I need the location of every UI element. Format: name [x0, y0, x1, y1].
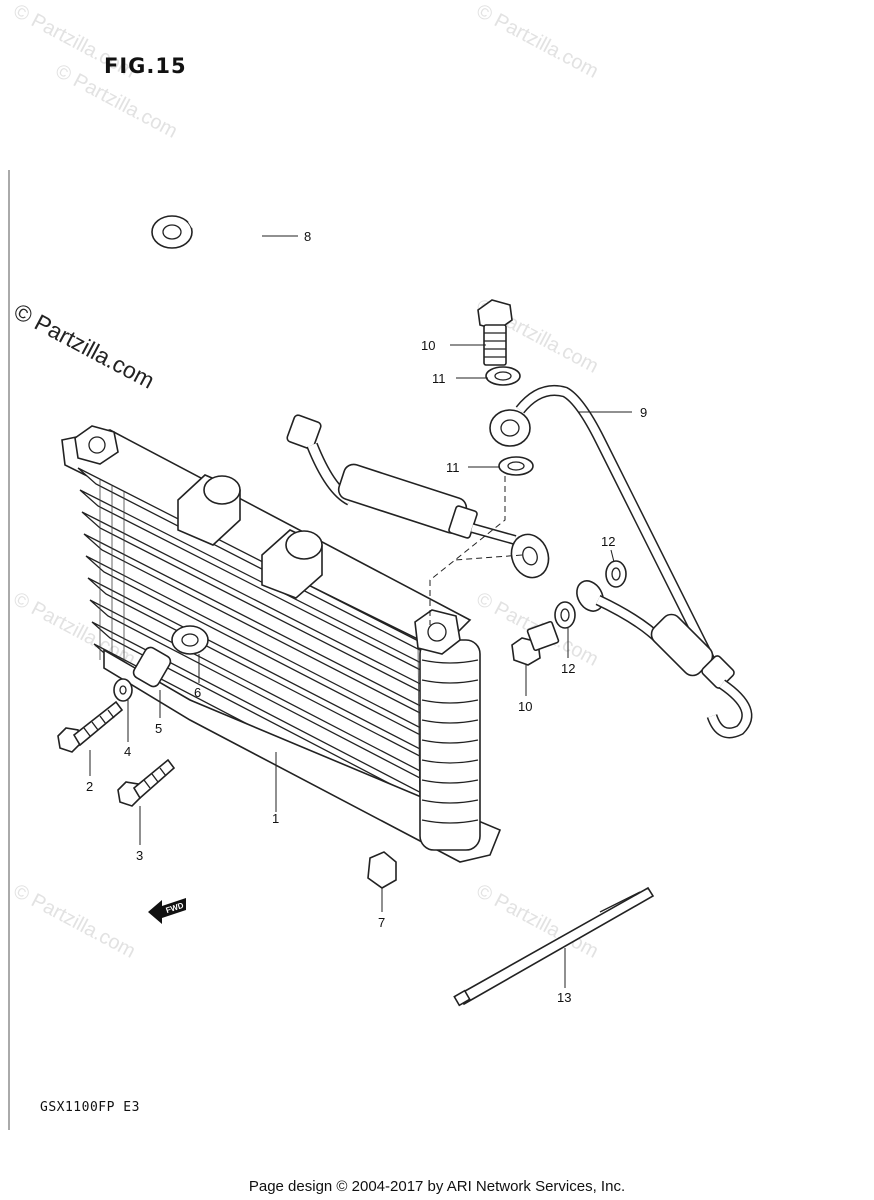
callout-10-upper[interactable]: 10 — [421, 338, 435, 353]
callout-11-upper[interactable]: 11 — [432, 371, 446, 386]
callout-5[interactable]: 5 — [155, 721, 162, 736]
callout-12-upper[interactable]: 12 — [601, 534, 615, 549]
callout-12-lower[interactable]: 12 — [561, 661, 575, 676]
figure-title: FIG.15 — [104, 54, 187, 78]
callout-8[interactable]: 8 — [304, 229, 311, 244]
callout-10-lower[interactable]: 10 — [518, 699, 532, 714]
collar — [171, 625, 209, 655]
callout-3[interactable]: 3 — [136, 848, 143, 863]
callout-7[interactable]: 7 — [378, 915, 385, 930]
callout-11-lower[interactable]: 11 — [446, 460, 460, 475]
callout-2[interactable]: 2 — [86, 779, 93, 794]
washer-middle — [498, 456, 534, 476]
washer-lower-a — [554, 601, 576, 629]
washer-lower-b — [605, 560, 627, 588]
callout-6[interactable]: 6 — [194, 685, 201, 700]
washer-4 — [113, 678, 133, 702]
part-callouts: 1 2 3 4 5 6 7 8 9 10 10 11 11 12 12 13 — [86, 229, 647, 1005]
callout-4[interactable]: 4 — [124, 744, 131, 759]
callout-1[interactable]: 1 — [272, 811, 279, 826]
washer-upper — [485, 366, 521, 386]
callout-13[interactable]: 13 — [557, 990, 571, 1005]
bolt-2 — [57, 700, 124, 753]
model-code: GSX1100FP E3 — [40, 1100, 140, 1115]
union-bolt-upper — [477, 299, 513, 366]
fwd-arrow-icon: FWD — [148, 898, 186, 924]
clamp — [367, 851, 397, 889]
page-footer: Page design © 2004-2017 by ARI Network S… — [248, 1178, 626, 1195]
oil-hose-9 — [489, 385, 753, 739]
bolt-3 — [117, 758, 176, 807]
oil-hose-8 — [151, 203, 550, 579]
union-bolt-lower — [511, 620, 560, 666]
cushion — [132, 646, 172, 688]
callout-9[interactable]: 9 — [640, 405, 647, 420]
leader-lines — [89, 235, 632, 988]
strap — [453, 886, 655, 1007]
